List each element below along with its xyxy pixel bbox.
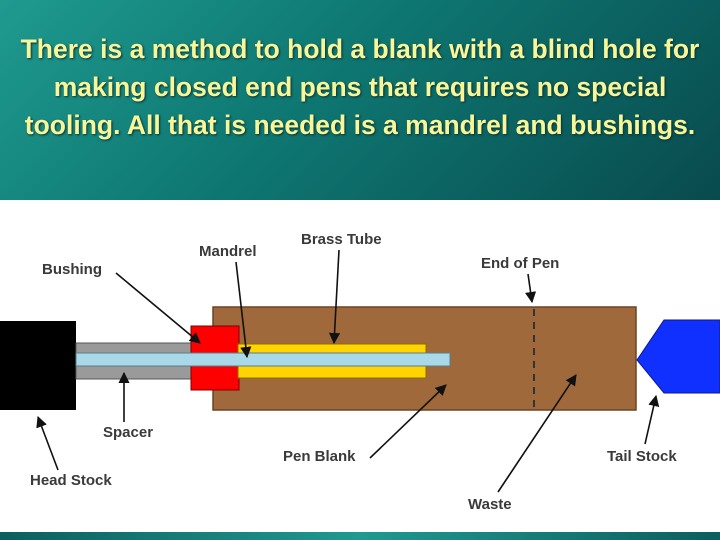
arrow-end-of-pen (525, 273, 537, 304)
arrow-brass-tube (328, 249, 341, 345)
label-pen-blank: Pen Blank (283, 448, 356, 465)
arrow-head-stock (36, 415, 59, 471)
label-end-of-pen: End of Pen (481, 255, 559, 272)
pen-mandrel-diagram: Bushing Mandrel Brass Tube End of Pen Sp… (0, 231, 720, 513)
label-mandrel: Mandrel (199, 243, 257, 260)
label-head-stock: Head Stock (30, 472, 112, 489)
head-stock-shape (0, 321, 76, 410)
title-banner: There is a method to hold a blank with a… (0, 0, 720, 200)
tail-stock-shape (636, 319, 720, 394)
label-spacer: Spacer (103, 424, 153, 441)
arrow-bushing (115, 272, 201, 344)
label-brass-tube: Brass Tube (301, 231, 382, 248)
arrow-mandrel (235, 261, 252, 359)
label-waste: Waste (468, 496, 512, 513)
arrow-waste (497, 374, 577, 493)
label-tail-stock: Tail Stock (607, 448, 677, 465)
arrow-tail-stock (644, 394, 660, 445)
mandrel-rod-shape (75, 352, 451, 367)
label-bushing: Bushing (42, 261, 102, 278)
slide-title: There is a method to hold a blank with a… (20, 34, 700, 140)
arrow-pen-blank (369, 384, 447, 459)
footer-bar (0, 532, 720, 540)
